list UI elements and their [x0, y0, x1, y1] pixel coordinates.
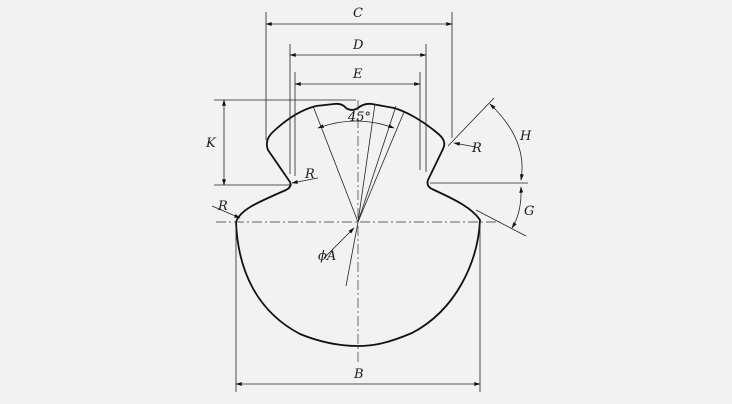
label-K: K — [205, 136, 217, 151]
label-H: H — [519, 129, 532, 144]
label-R-left: R — [217, 199, 228, 214]
label-B: B — [353, 367, 364, 382]
dimension-lines — [222, 22, 524, 386]
label-angle: 45° — [347, 110, 371, 125]
radius-leaders — [211, 142, 477, 259]
label-R-right: R — [471, 141, 482, 156]
label-E: E — [352, 67, 363, 82]
profile-outline — [235, 102, 481, 347]
label-R-notch: R — [304, 167, 315, 182]
extension-lines — [214, 12, 528, 392]
label-G: G — [524, 204, 534, 219]
label-D: D — [352, 38, 364, 53]
label-C: C — [353, 6, 363, 21]
label-phiA: ϕA — [318, 249, 336, 264]
